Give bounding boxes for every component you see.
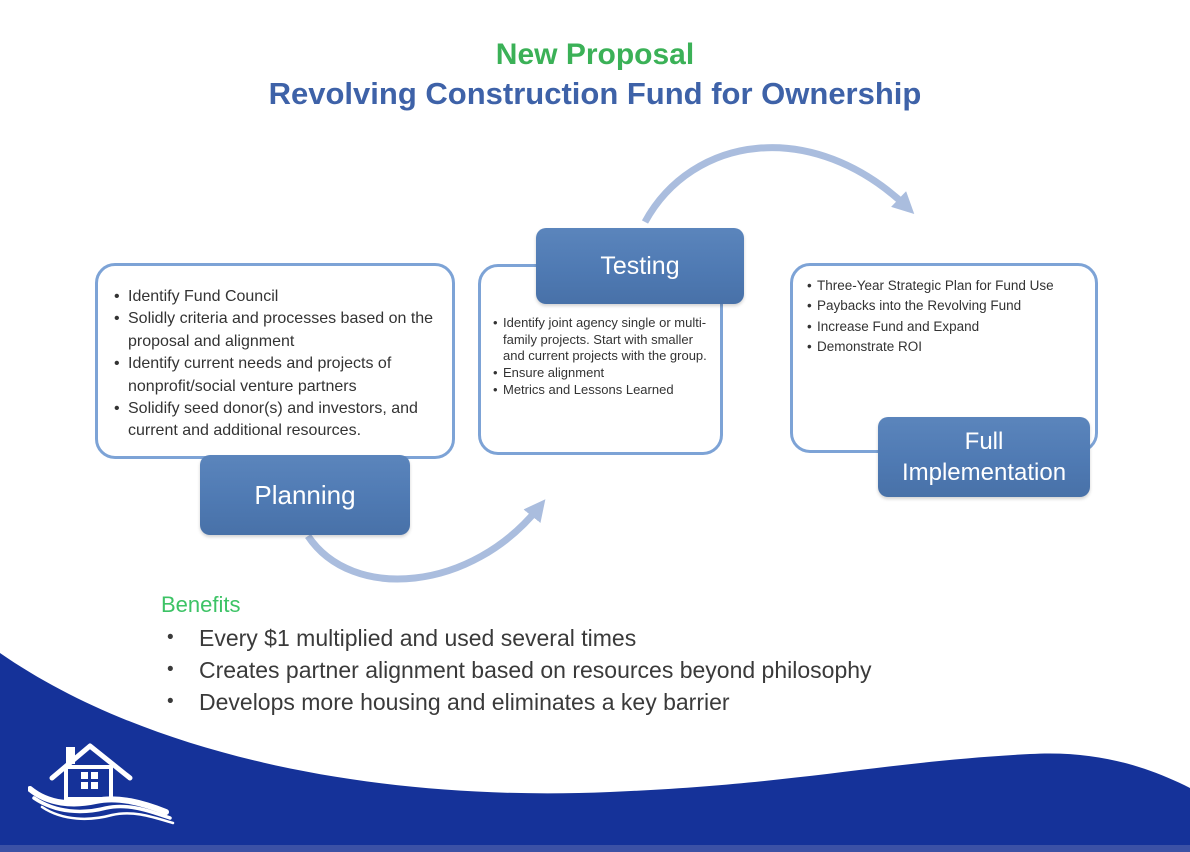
bullet-item: • Identify joint agency single or multi-f… [493,315,712,365]
bullet-marker: • [493,381,498,397]
bullet-text: Ensure alignment [503,364,605,380]
bullet-text: Solidly criteria and processes based on … [128,310,434,350]
bullet-marker: • [807,298,812,314]
page-subtitle: Revolving Construction Fund for Ownershi… [268,76,922,111]
bullet-marker: • [114,288,120,305]
benefit-text: Every $1 multiplied and used several tim… [199,625,637,651]
logo-house-body [64,765,113,801]
footer-bottom-strip [0,845,1190,852]
title-block: New Proposal Revolving Construction Fund… [0,36,1190,114]
bullet-item: • Demonstrate ROI [807,337,1087,357]
logo-chimney [66,747,75,764]
logo-window-pane [91,782,98,789]
benefit-text: Creates partner alignment based on resou… [199,657,872,683]
benefit-item: • Develops more housing and eliminates a … [161,686,1061,718]
bullet-item: • Increase Fund and Expand [807,317,1087,337]
house-wave-icon [28,743,175,825]
page-title: New Proposal [495,38,695,71]
bullet-item: • Ensure alignment [493,365,712,382]
bullet-text: Identify joint agency single or multi-fa… [503,315,707,364]
wave-shape [0,653,1190,852]
bullet-item: • Three-Year Strategic Plan for Fund Use [807,276,1087,296]
bullet-item: • Paybacks into the Revolving Fund [807,296,1087,316]
logo-window-pane [81,782,88,789]
logo-window-pane [81,772,88,779]
bullet-text: Identify Fund Council [128,288,279,305]
stage-label-planning: Planning [200,455,410,535]
benefit-text: Develops more housing and eliminates a k… [199,689,730,715]
benefits-list: • Every $1 multiplied and used several ti… [161,622,1061,718]
footer-wave [0,653,1190,852]
bullet-text: Demonstrate ROI [817,338,923,354]
bullet-item: • Identify current needs and projects of … [114,353,442,398]
stage-label-full-implementation: Full Implementation [878,417,1090,497]
bullet-marker: • [807,278,812,293]
bullet-text: Three-Year Strategic Plan for Fund Use [817,278,1054,293]
bullet-marker: • [114,355,120,373]
planning-detail-box: • Identify Fund Council • Solidly criteria… [95,263,455,459]
bullet-text: Increase Fund and Expand [817,318,980,334]
bullet-marker: • [114,399,120,417]
bullet-marker: • [493,364,498,380]
stage-label-testing: Testing [536,228,744,304]
bullet-item: • Metrics and Lessons Learned [493,382,712,399]
bullet-item: • Solidly criteria and processes based on… [114,308,442,353]
logo-wave-line [28,786,169,815]
bullet-marker: • [493,315,498,330]
arrow-testing-to-full-implementation-icon [641,144,915,224]
bullet-marker: • [167,627,174,648]
logo-wave-line [32,796,172,820]
bullet-text: Metrics and Lessons Learned [503,381,674,397]
bullet-marker: • [114,310,120,328]
bullet-text: Paybacks into the Revolving Fund [817,298,1022,314]
bullet-marker: • [167,659,174,680]
bullet-item: • Identify Fund Council [114,286,442,308]
bullet-item: • Solidify seed donor(s) and investors, a… [114,398,442,443]
bullet-text: Solidify seed donor(s) and investors, an… [128,399,418,440]
benefit-item: • Creates partner alignment based on reso… [161,654,1061,686]
bullet-text: Identify current needs and projects of n… [128,355,392,395]
benefit-item: • Every $1 multiplied and used several ti… [161,622,1061,654]
benefits-heading: Benefits [161,592,241,617]
bullet-marker: • [807,338,812,354]
logo-window-pane [91,772,98,779]
bullet-marker: • [167,691,174,712]
bullet-marker: • [807,318,812,334]
logo-wave-line [40,805,175,825]
